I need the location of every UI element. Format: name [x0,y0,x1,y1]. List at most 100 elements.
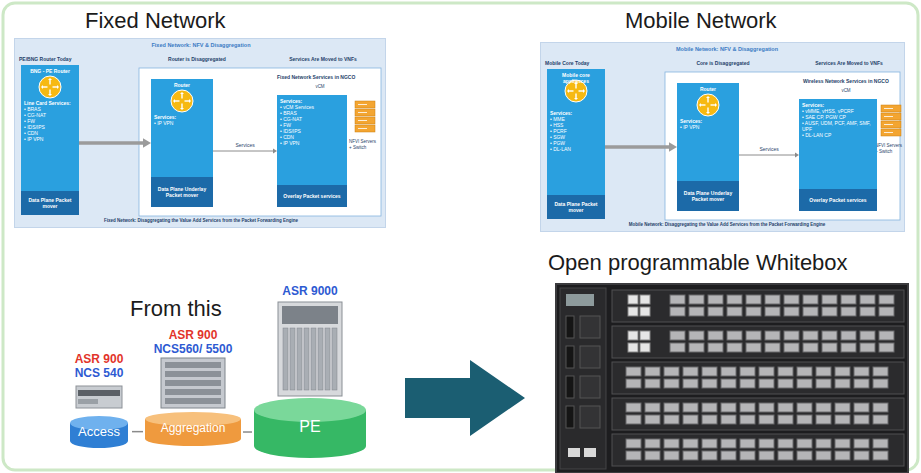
sfp-port [727,307,742,316]
router-arrow [711,104,716,105]
sfp-port [683,367,698,376]
connector-line [132,431,143,433]
service-text: Services: [280,98,344,104]
rj45-port [640,295,650,304]
rj45-port [640,307,650,316]
server-unit [881,113,901,120]
sfp-port [879,295,894,304]
sfp-port [645,415,660,424]
sfp-port [689,343,704,352]
router-arrowhead [699,103,701,107]
sfp-port [664,415,679,424]
sfp-port [822,331,837,340]
line-card-slot [311,328,316,390]
section-heading: Open programmable Whitebox [548,250,848,275]
rj45-port [628,295,638,304]
service-text: • FW [24,118,76,124]
sfp-port [708,343,723,352]
sfp-port [778,367,793,376]
function-box: RouterServices:• IP VPNData Plane Underl… [677,83,739,211]
server-unit [881,121,901,128]
arrowhead [669,142,677,152]
service-text: • CDN [280,134,344,140]
sfp-port [797,439,812,448]
sfp-port [841,307,856,316]
connector-line [79,141,143,145]
service-text: Services: [802,102,874,108]
router-arrowhead [180,108,184,110]
router-arrowhead [583,89,585,93]
edge-label: Services [235,142,256,148]
sfp-port [835,439,850,448]
server-slot [884,124,893,125]
module-slot [580,406,600,428]
sfp-port [765,307,780,316]
sfp-port [797,415,812,424]
service-text: Line Card Services: [24,100,76,106]
sfp-port [670,331,685,340]
service-text: Services: [680,118,736,124]
sfp-port [835,451,850,460]
tier-text: Access [66,425,132,439]
server-slot [884,108,893,109]
sfp-port [816,415,831,424]
sfp-port [873,367,888,376]
sfp-port [626,439,641,448]
sfp-port [702,415,717,424]
connector [605,142,677,152]
sfp-port [740,367,755,376]
network-tier: ASR 900NCS 540Access [66,348,132,450]
connector-line [213,151,273,152]
tier-text: PE [252,418,368,436]
sfp-port [626,379,641,388]
status-display [566,294,594,306]
sfp-port [721,367,736,376]
router-disc [697,94,719,116]
sfp-port [740,439,755,448]
network-panel: Mobile Network: NFV & DisaggregationMobi… [540,42,905,232]
section-heading: From this [130,296,222,321]
sfp-port [670,295,685,304]
service-text: • CG-NAT [24,112,76,118]
sfp-port [784,331,799,340]
function-box: BNG - PE RouterLine Card Services:• BRAS… [21,65,79,215]
mgmt-port [584,448,596,457]
sfp-port [683,379,698,388]
server-unit [881,105,901,112]
sfp-port [860,295,875,304]
router-disc [171,90,193,112]
panel-text: Services Are Moved to VNFs [793,60,905,66]
service-text: • IP VPN [680,124,736,130]
sfp-port [664,439,679,448]
router-arrow [53,86,58,87]
sfp-port [854,403,869,412]
server-unit [355,117,375,124]
inner-frame [139,68,381,216]
rj45-port [628,343,638,352]
sfp-port [784,295,799,304]
sfp-port [816,379,831,388]
function-box: Services:• vCM Services• BRAS• CG-NAT• F… [277,95,347,207]
router-arrow [185,100,190,101]
sfp-port [683,439,698,448]
sfp-port [841,331,856,340]
fan-grille [282,306,338,324]
router-arrowhead [180,92,184,94]
network-tier: ASR 9000PE [252,282,368,460]
router-arrowhead [41,85,43,89]
sfp-port [727,343,742,352]
device-ports [78,390,120,396]
sfp-port [803,343,818,352]
panel-text: Mobile Network: Disaggregating the Value… [557,222,897,228]
sfp-port [727,331,742,340]
line-card [612,290,904,322]
band-text: Data Plane Underlay Packet mover [680,190,736,202]
router-arrow [707,108,708,113]
server-unit [355,125,375,132]
sfp-port [835,379,850,388]
line-card [612,398,904,430]
service-text: • IDS/IPS [280,128,344,134]
network-panel: Fixed Network: NFV & DisaggregationPE/BN… [14,38,386,228]
router-arrow [43,86,48,87]
router-device [161,358,225,408]
